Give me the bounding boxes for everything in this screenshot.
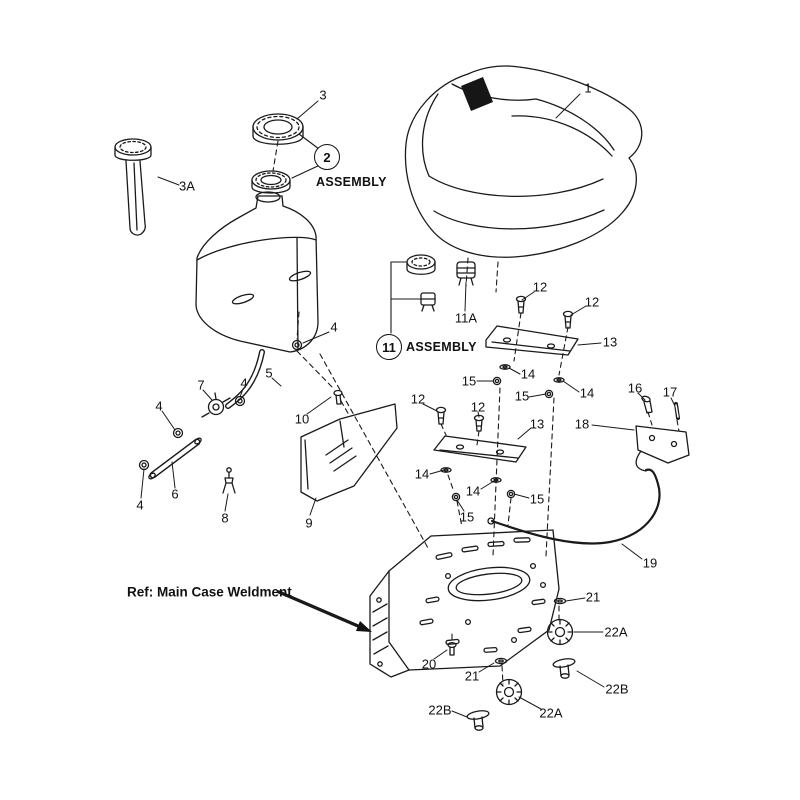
callout-15: 15 [459, 509, 475, 525]
leader-lines [140, 93, 676, 718]
callout-22A: 22A [604, 624, 628, 640]
seat-logo-patch [461, 77, 493, 111]
main-case-weldment-part [369, 529, 560, 678]
callout-14: 14 [579, 385, 595, 401]
cable-bracket-18-part [635, 425, 690, 472]
callout-4: 4 [330, 319, 338, 335]
fuel-valve-part [201, 392, 231, 418]
tank-cap-ring-part [251, 170, 291, 194]
callout-12: 12 [584, 294, 600, 310]
seat-bracket-lower-part [433, 435, 527, 463]
assembly-11-bracket-lines [390, 261, 422, 334]
callout-8: 8 [221, 510, 229, 526]
star-knob-22a-part [495, 618, 574, 706]
callout-21: 21 [585, 589, 601, 605]
callout-4: 4 [136, 497, 144, 513]
callout-3A: 3A [179, 178, 195, 194]
callout-14: 14 [414, 466, 430, 482]
callout-10: 10 [294, 411, 310, 427]
callout-14: 14 [465, 483, 481, 499]
clip-part [222, 467, 236, 494]
callout-14: 14 [520, 366, 536, 382]
assembly-2-bracket-lines [291, 133, 321, 179]
ref-arrow [277, 590, 372, 632]
callout-15: 15 [529, 491, 545, 507]
callout-13: 13 [529, 416, 545, 432]
callout-15: 15 [461, 373, 477, 389]
assembly-callout-2: 2 [314, 144, 340, 170]
callout-13: 13 [602, 334, 618, 350]
seat-part [404, 65, 643, 258]
pin-17-part [674, 402, 680, 420]
callout-22A: 22A [539, 705, 563, 721]
seat-bracket-upper-part [485, 325, 579, 356]
callout-21: 21 [464, 668, 480, 684]
callout-12: 12 [470, 399, 486, 415]
assembly-callout-11: 11 [376, 334, 402, 360]
callout-1: 1 [584, 80, 592, 96]
callout-4: 4 [240, 375, 248, 391]
callout-16: 16 [627, 380, 643, 396]
heat-shield-part [300, 403, 398, 502]
cable-19-part [487, 468, 661, 545]
callout-12: 12 [410, 391, 426, 407]
callout-17: 17 [662, 384, 678, 400]
callout-3: 3 [319, 87, 327, 103]
callout-18: 18 [574, 416, 590, 432]
callout-12: 12 [532, 279, 548, 295]
assembly-dashed-lines [272, 140, 680, 685]
bolt-12-part [435, 295, 574, 432]
callout-19: 19 [642, 555, 658, 571]
callout-4: 4 [155, 398, 163, 414]
callout-6: 6 [171, 486, 179, 502]
assembly-label-11: ASSEMBLY [406, 340, 477, 354]
assembly-label-2: ASSEMBLY [316, 175, 387, 189]
ref-note: Ref: Main Case Weldment [127, 584, 292, 600]
callout-22B: 22B [605, 681, 629, 697]
callout-15: 15 [514, 388, 530, 404]
callout-7: 7 [197, 377, 205, 393]
callout-9: 9 [305, 515, 313, 531]
fuel-line-part [148, 437, 202, 480]
callout-11A: 11A [454, 310, 478, 326]
callout-20: 20 [421, 656, 437, 672]
wing-knob-22b-part [466, 658, 576, 731]
callout-22B: 22B [428, 702, 452, 718]
callout-5: 5 [265, 365, 273, 381]
bolt-20-part [447, 641, 457, 656]
dipstick-part [114, 138, 152, 236]
